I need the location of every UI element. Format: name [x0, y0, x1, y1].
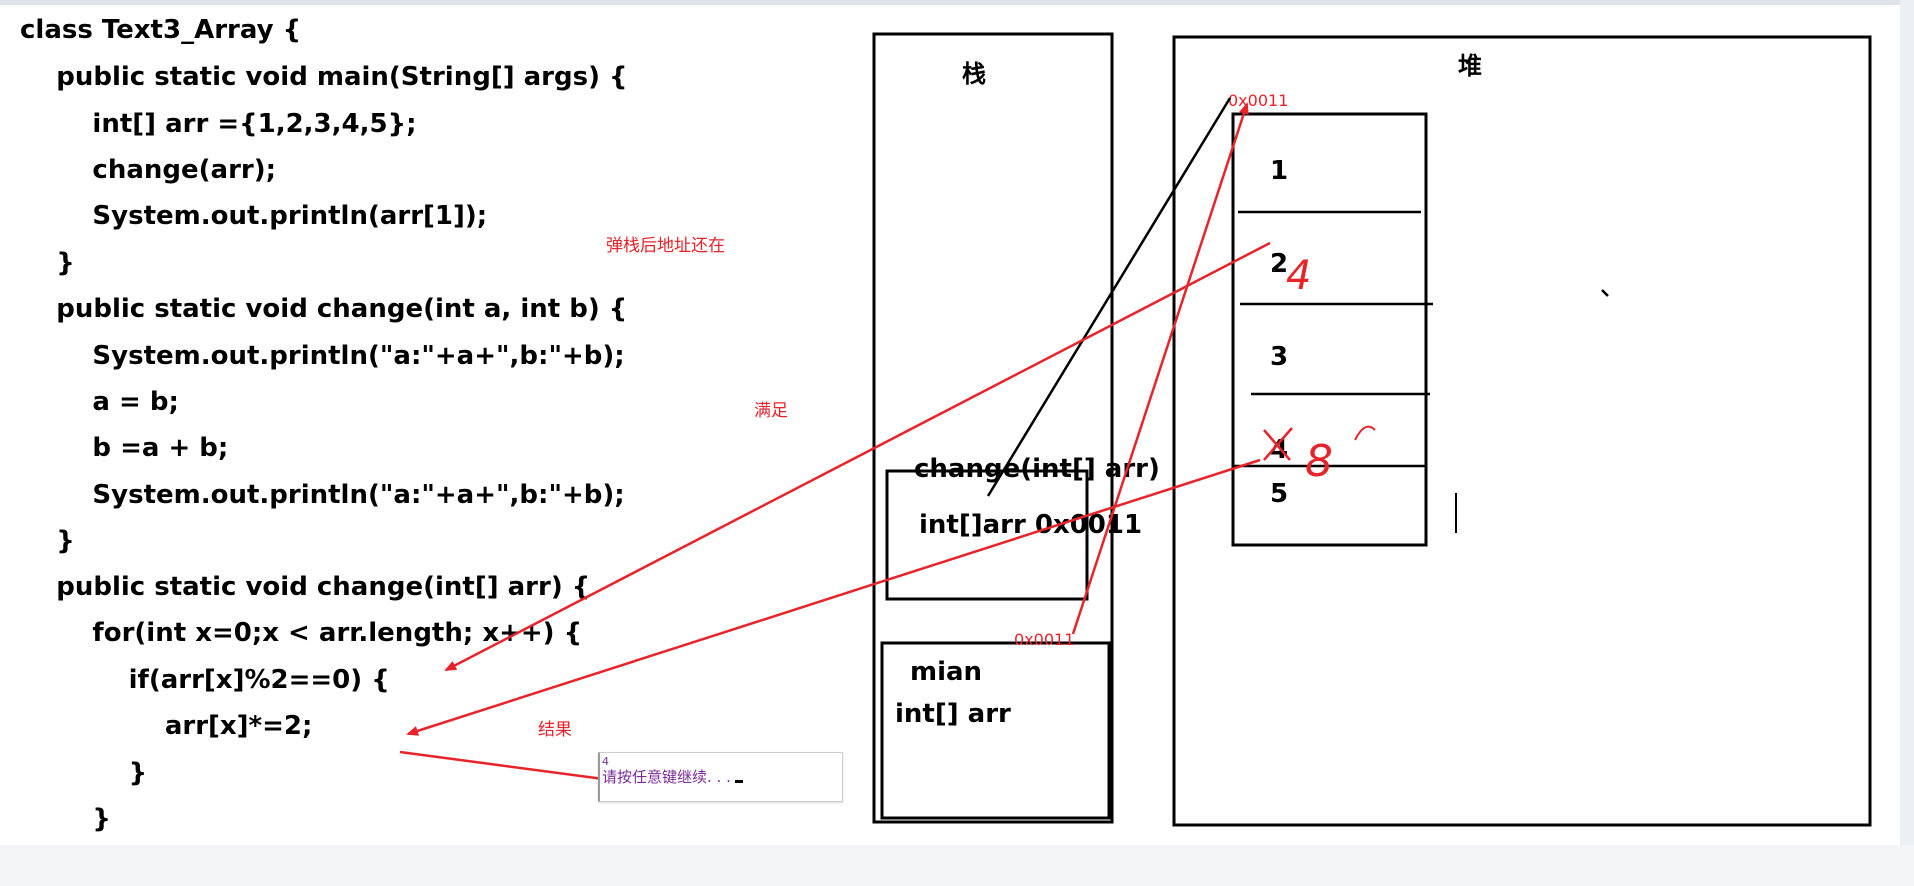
- array-cell-2: 2: [1270, 249, 1288, 279]
- code-line-8: System.out.println("a:"+a+",b:"+b);: [20, 341, 625, 371]
- array-cell-5: 5: [1270, 479, 1288, 509]
- console-cursor: [734, 780, 743, 783]
- console-output-value: 4: [602, 755, 609, 768]
- stack-box: [872, 32, 1114, 824]
- code-line-12: }: [20, 526, 75, 556]
- multiply-arrow: [406, 458, 1261, 736]
- array-cell-3: 3: [1270, 342, 1288, 372]
- pop-stack-note: 弹栈后地址还在: [606, 236, 725, 256]
- code-line-15: if(arr[x]%2==0) {: [20, 665, 390, 695]
- stray-mark: [1601, 289, 1609, 297]
- code-line-4: change(arr);: [20, 155, 276, 185]
- heap-box: [1172, 35, 1872, 827]
- heap-title: 堆: [1458, 52, 1482, 80]
- code-line-13: public static void change(int[] arr) {: [20, 572, 591, 602]
- code-line-17: }: [20, 758, 148, 788]
- handwritten-new-value-4: 8: [1305, 436, 1333, 487]
- result-note: 结果: [538, 720, 572, 740]
- satisfy-note: 满足: [754, 401, 788, 421]
- array-cell-1: 1: [1270, 156, 1288, 186]
- code-line-6: }: [20, 248, 75, 278]
- main-address-label: 0x0011: [1014, 630, 1074, 649]
- code-line-14: for(int x=0;x < arr.length; x++) {: [20, 618, 583, 648]
- code-line-10: b =a + b;: [20, 433, 229, 463]
- handwritten-new-value-2: 4: [1286, 253, 1311, 299]
- code-line-1: class Text3_Array {: [20, 15, 302, 45]
- code-line-5: System.out.println(arr[1]);: [20, 201, 488, 231]
- result-arrow: [399, 750, 628, 786]
- stack-title: 栈: [962, 60, 986, 88]
- code-line-16: arr[x]*=2;: [20, 711, 313, 741]
- strike-mark-cell-4: [1263, 427, 1293, 461]
- main-frame-var: int[] arr: [895, 699, 1011, 729]
- code-line-7: public static void change(int a, int b) …: [20, 294, 628, 324]
- heap-address-label: 0x0011: [1228, 91, 1288, 110]
- code-line-9: a = b;: [20, 387, 179, 417]
- main-reference-arrow: [1071, 102, 1249, 635]
- handwriting-flourish: [1354, 425, 1376, 441]
- window-right-border: [1900, 0, 1914, 886]
- main-frame-box: [880, 641, 1111, 820]
- change-frame-box: [885, 469, 1089, 601]
- code-line-18: }: [20, 804, 111, 834]
- even-check-arrow: [444, 241, 1271, 672]
- change-reference-line: [986, 97, 1232, 497]
- code-line-11: System.out.println("a:"+a+",b:"+b);: [20, 480, 625, 510]
- console-prompt-text: 请按任意键继续. . .: [602, 768, 731, 786]
- console-prompt: 请按任意键继续. . .: [602, 768, 743, 786]
- main-frame-title: mian: [910, 657, 982, 687]
- array-object-box: [1231, 112, 1428, 547]
- console-output-window: 4 请按任意键继续. . .: [598, 752, 843, 802]
- code-line-2: public static void main(String[] args) {: [20, 62, 628, 92]
- window-top-border: [0, 0, 1914, 5]
- change-frame-title: change(int[] arr): [914, 454, 1160, 484]
- code-line-3: int[] arr ={1,2,3,4,5};: [20, 109, 417, 139]
- window-bottom-strip: [0, 845, 1914, 886]
